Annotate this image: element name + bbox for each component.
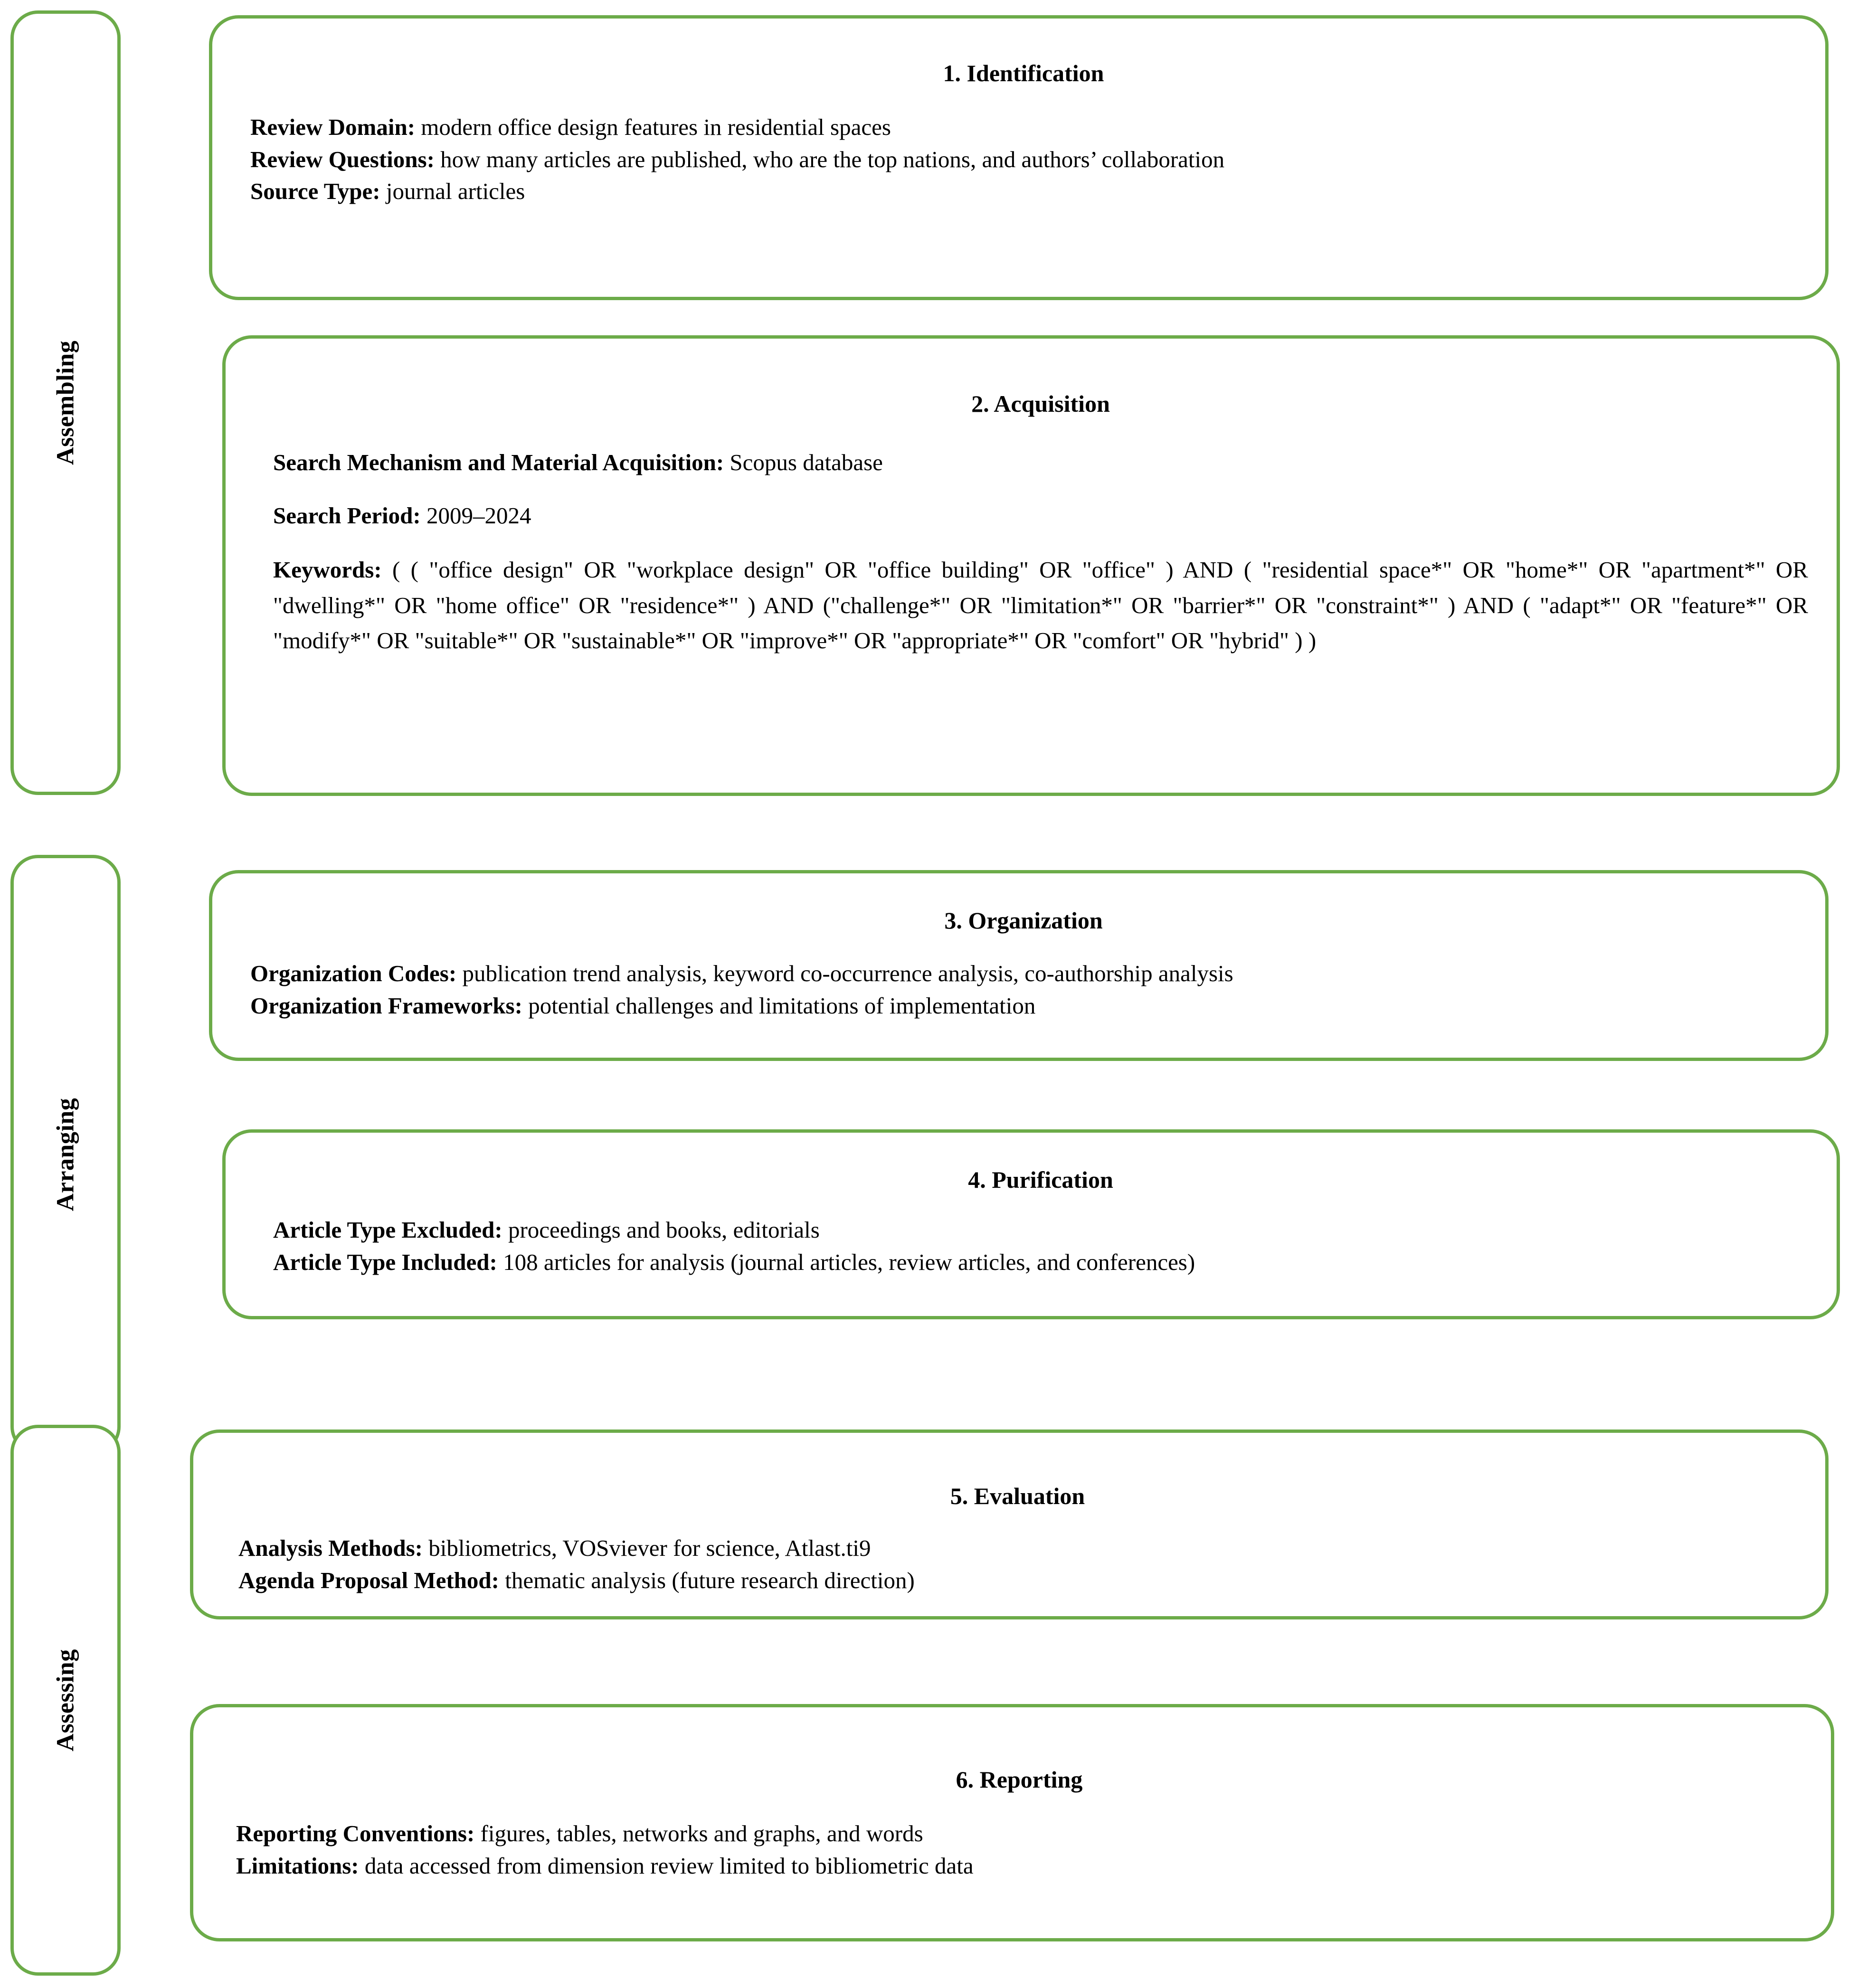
row-label: Limitations:: [236, 1852, 359, 1879]
card-title-acquisition: 2. Acquisition: [971, 390, 1110, 417]
row-value: potential challenges and limitations of …: [522, 992, 1036, 1019]
row-article-type-included: Article Type Included: 108 articles for …: [273, 1246, 1808, 1278]
row-value: how many articles are published, who are…: [434, 146, 1225, 172]
row-search-period: Search Period: 2009–2024: [273, 500, 1808, 532]
row-value: figures, tables, networks and graphs, an…: [474, 1820, 923, 1846]
row-value: journal articles: [380, 178, 525, 205]
row-organization-codes: Organization Codes: publication trend an…: [250, 957, 1797, 990]
row-article-type-excluded: Article Type Excluded: proceedings and b…: [273, 1214, 1808, 1246]
row-label: Reporting Conventions:: [236, 1820, 475, 1846]
card-organization: 3. Organization Organization Codes: publ…: [209, 870, 1829, 1061]
row-keywords: Keywords: ( ( "office design" OR "workpl…: [273, 552, 1808, 658]
row-search-mechanism: Search Mechanism and Material Acquisitio…: [273, 446, 1808, 479]
row-value: publication trend analysis, keyword co-o…: [456, 960, 1233, 986]
row-review-domain: Review Domain: modern office design feat…: [250, 111, 1797, 143]
row-label: Article Type Excluded:: [273, 1217, 502, 1243]
card-reporting: 6. Reporting Reporting Conventions: figu…: [190, 1704, 1834, 1941]
row-agenda-proposal-method: Agenda Proposal Method: thematic analysi…: [238, 1564, 1797, 1597]
row-label: Article Type Included:: [273, 1249, 497, 1275]
card-title-purification: 4. Purification: [968, 1166, 1113, 1193]
card-identification: 1. Identification Review Domain: modern …: [209, 15, 1829, 300]
row-label: Organization Codes:: [250, 960, 457, 986]
row-label: Agenda Proposal Method:: [238, 1567, 500, 1593]
row-label: Search Mechanism and Material Acquisitio…: [273, 449, 724, 475]
row-limitations: Limitations: data accessed from dimensio…: [236, 1850, 1802, 1882]
card-purification: 4. Purification Article Type Excluded: p…: [222, 1129, 1840, 1319]
card-title-identification: 1. Identification: [943, 60, 1104, 86]
row-review-questions: Review Questions: how many articles are …: [250, 143, 1797, 176]
row-value: 2009–2024: [420, 502, 531, 529]
row-analysis-methods: Analysis Methods: bibliometrics, VOSviev…: [238, 1532, 1797, 1564]
card-title-organization: 3. Organization: [944, 907, 1103, 934]
phase-label-arranging: Arranging: [52, 1098, 79, 1212]
row-value: bibliometrics, VOSviever for science, At…: [422, 1535, 871, 1561]
phase-box-arranging: Arranging: [10, 855, 121, 1454]
row-label: Analysis Methods:: [238, 1535, 423, 1561]
row-label: Keywords:: [273, 557, 382, 583]
card-title-reporting: 6. Reporting: [956, 1766, 1083, 1793]
row-value: data accessed from dimension review limi…: [359, 1852, 974, 1879]
row-source-type: Source Type: journal articles: [250, 175, 1797, 208]
row-label: Source Type:: [250, 178, 380, 205]
row-label: Organization Frameworks:: [250, 992, 522, 1019]
phase-label-assembling: Assembling: [52, 340, 79, 465]
row-value: modern office design features in residen…: [415, 114, 891, 140]
row-value: thematic analysis (future research direc…: [499, 1567, 915, 1593]
phase-box-assembling: Assembling: [10, 10, 121, 795]
row-label: Review Questions:: [250, 146, 435, 172]
phase-box-assessing: Assessing: [10, 1425, 121, 1976]
row-label: Review Domain:: [250, 114, 416, 140]
row-value: 108 articles for analysis (journal artic…: [497, 1249, 1195, 1275]
card-title-evaluation: 5. Evaluation: [950, 1483, 1085, 1509]
row-value: proceedings and books, editorials: [502, 1217, 820, 1243]
row-label: Search Period:: [273, 502, 421, 529]
row-value: ( ( "office design" OR "workplace design…: [273, 557, 1808, 654]
row-organization-frameworks: Organization Frameworks: potential chall…: [250, 990, 1797, 1022]
card-acquisition: 2. Acquisition Search Mechanism and Mate…: [222, 335, 1840, 796]
phase-label-assessing: Assessing: [52, 1649, 79, 1751]
card-evaluation: 5. Evaluation Analysis Methods: bibliome…: [190, 1429, 1829, 1619]
row-value: Scopus database: [724, 449, 883, 475]
row-reporting-conventions: Reporting Conventions: figures, tables, …: [236, 1818, 1802, 1850]
